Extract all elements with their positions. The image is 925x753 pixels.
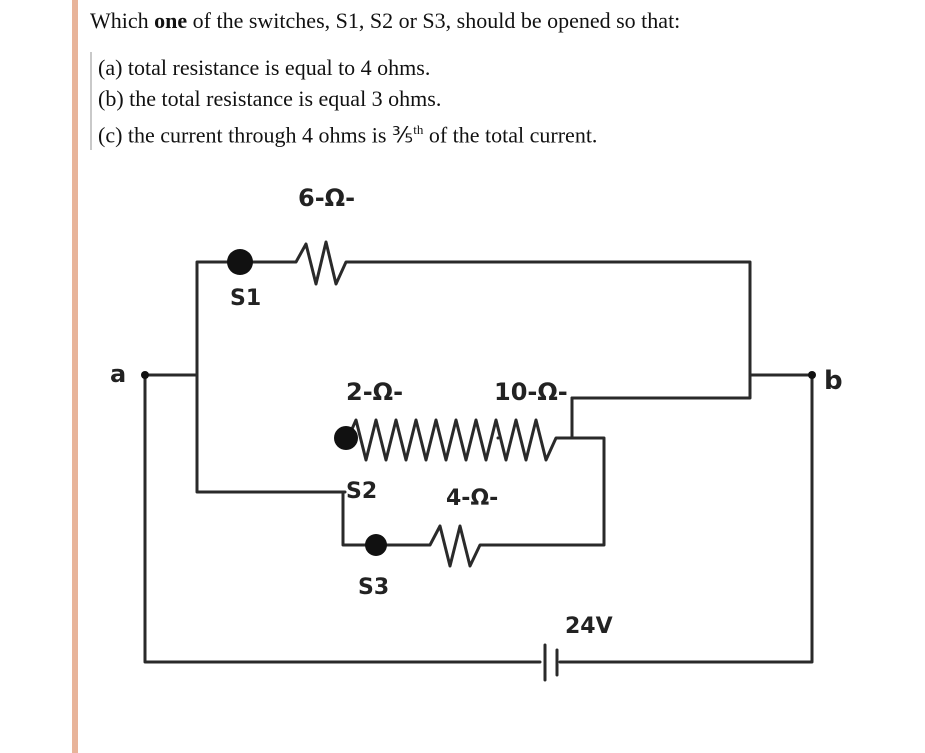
- switch-s1-contact: [227, 249, 253, 275]
- label-node-b: b: [824, 366, 843, 396]
- part-c-sup: th: [413, 122, 424, 137]
- part-b: (b) the total resistance is equal 3 ohms…: [98, 86, 442, 111]
- label-s3: S3: [358, 575, 389, 600]
- label-s2: S2: [346, 479, 377, 504]
- part-c-pre: (c) the current through 4 ohms is ⅗: [98, 122, 414, 148]
- question-pre: Which: [90, 8, 155, 33]
- label-6ohm: 6-Ω-: [298, 184, 355, 212]
- question-emphasis: one: [154, 8, 188, 33]
- question-text: Which one of the switches, S1, S2 or S3,…: [90, 8, 680, 34]
- label-2ohm: 2-Ω-: [346, 378, 403, 406]
- label-node-a: a: [110, 360, 126, 388]
- top-branch: [195, 240, 752, 377]
- label-s1: S1: [230, 286, 261, 311]
- left-margin-rule: [72, 0, 78, 753]
- question-post: of the switches, S1, S2 or S3, should be…: [187, 8, 681, 33]
- part-c-post: of the total current.: [423, 122, 598, 148]
- part-c: (c) the current through 4 ohms is ⅗th of…: [98, 114, 618, 150]
- lower-branch: [195, 373, 752, 568]
- part-a: (a) total resistance is equal to 4 ohms.: [98, 55, 431, 80]
- question-parts: (a) total resistance is equal to 4 ohms.…: [90, 52, 618, 151]
- switch-s3-contact: [365, 534, 387, 556]
- battery-loop: [143, 373, 814, 682]
- label-battery: 24V: [565, 614, 613, 639]
- node-a-dot: [141, 371, 149, 379]
- node-b-dot: [808, 371, 816, 379]
- label-4ohm: 4-Ω-: [446, 486, 498, 511]
- label-10ohm: 10-Ω-: [494, 378, 568, 406]
- switch-s2-contact: [334, 426, 358, 450]
